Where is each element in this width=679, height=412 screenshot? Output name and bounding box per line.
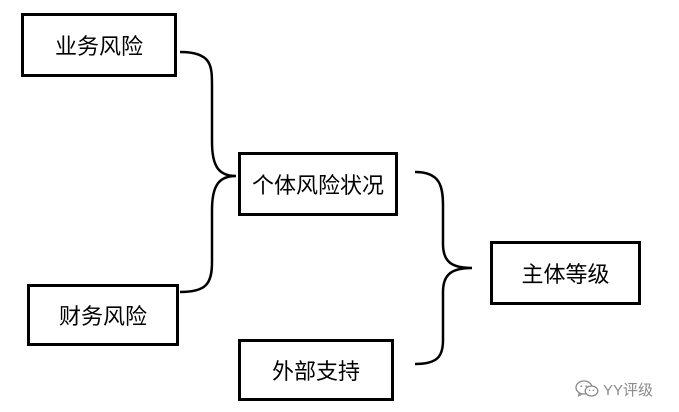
brace-connector-left — [179, 50, 237, 294]
node-entity-rating: 主体等级 — [490, 241, 641, 305]
brace-connector-right — [414, 170, 473, 366]
node-entity-rating-label: 主体等级 — [521, 263, 610, 288]
wechat-icon — [575, 380, 599, 397]
node-external-support-label: 外部支持 — [271, 360, 360, 385]
watermark: YY评级 — [575, 378, 653, 400]
watermark-text: YY评级 — [603, 381, 654, 399]
node-external-support: 外部支持 — [238, 339, 394, 401]
node-financial-risk: 财务风险 — [27, 284, 179, 346]
node-business-risk-label: 业务风险 — [54, 35, 143, 60]
node-individual-risk-status: 个体风险状况 — [238, 152, 398, 216]
node-individual-risk-status-label: 个体风险状况 — [251, 174, 384, 199]
node-financial-risk-label: 财务风险 — [58, 305, 147, 330]
node-business-risk: 业务风险 — [21, 13, 177, 77]
